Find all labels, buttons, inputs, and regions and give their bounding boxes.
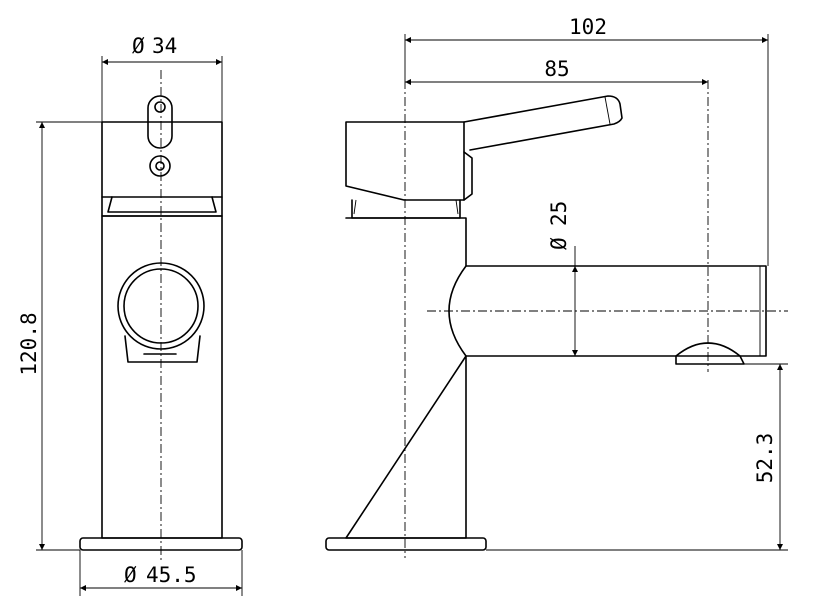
dim-front-height: 120.8 bbox=[17, 121, 102, 551]
dim-front-top-diameter: Ø 34 bbox=[101, 34, 223, 122]
dim-side-spout-diameter: Ø 25 bbox=[547, 201, 578, 356]
dim-side-spout-diameter-symbol: Ø bbox=[547, 237, 571, 250]
dim-side-spout-diameter-value: 25 bbox=[547, 201, 571, 226]
dim-front-base-diameter: Ø 45.5 bbox=[79, 550, 243, 596]
dim-side-spout-length-value: 85 bbox=[544, 57, 569, 81]
dim-front-base-diameter-symbol: Ø bbox=[124, 563, 137, 587]
front-collar bbox=[101, 196, 223, 217]
side-spout bbox=[448, 265, 767, 357]
dim-side-spout-height: 52.3 bbox=[486, 363, 788, 551]
dim-front-top-diameter-value: 34 bbox=[152, 34, 177, 58]
front-pivot-inner bbox=[155, 161, 165, 171]
side-view: 102 85 Ø 25 52.3 bbox=[325, 15, 788, 558]
front-spout-neck bbox=[124, 335, 201, 363]
front-lever-tip bbox=[154, 101, 166, 113]
front-lever bbox=[147, 95, 173, 149]
dim-side-total-length-value: 102 bbox=[569, 15, 607, 39]
front-cap-body bbox=[101, 121, 223, 198]
front-pivot-outer bbox=[149, 155, 171, 177]
front-body bbox=[101, 215, 223, 539]
side-cap-body bbox=[345, 121, 465, 201]
dim-front-base-diameter-value: 45.5 bbox=[146, 563, 197, 587]
dim-front-height-value: 120.8 bbox=[17, 312, 41, 375]
side-aerator bbox=[675, 342, 745, 365]
front-view: Ø 34 120.8 Ø 45.5 bbox=[17, 34, 243, 596]
side-collar bbox=[351, 199, 461, 219]
dim-side-total-length: 102 bbox=[404, 15, 769, 266]
side-lever bbox=[463, 95, 623, 151]
side-pivot bbox=[463, 151, 473, 201]
dim-side-spout-length: 85 bbox=[405, 57, 708, 85]
side-base-plate bbox=[325, 537, 487, 551]
dim-front-top-diameter-symbol: Ø bbox=[132, 34, 145, 58]
dim-side-spout-height-value: 52.3 bbox=[753, 433, 777, 484]
side-body bbox=[345, 217, 467, 539]
